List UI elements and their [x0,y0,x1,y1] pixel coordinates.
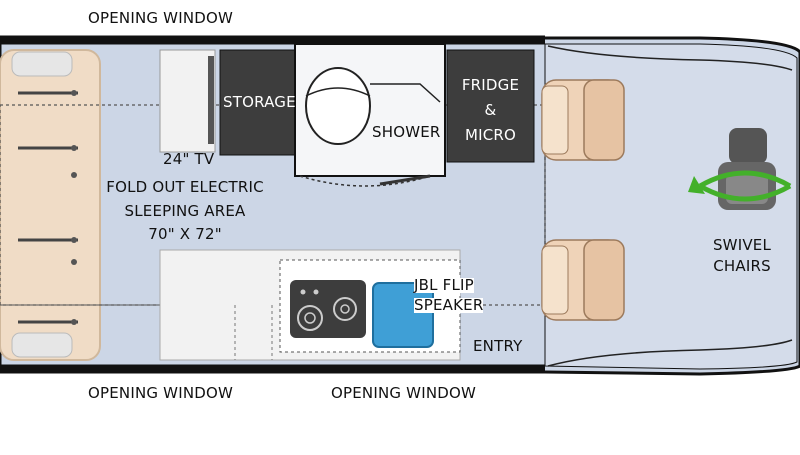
fridge-label-line2: & [484,101,497,119]
fridge-label-line3: MICRO [464,126,517,144]
sleeping-area-label-line3: 70" X 72" [148,225,222,243]
speaker-label-line2: SPEAKER [414,296,484,314]
tv-cabinet [159,49,216,153]
storage-label: STORAGE [223,93,296,111]
opening-window-label-top: OPENING WINDOW [88,9,234,27]
opening-window-label-bottom-left: OPENING WINDOW [88,384,234,402]
swivel-chairs-label-line2: CHAIRS [713,257,771,275]
entry-label: ENTRY [473,337,523,355]
fridge-label-line1: FRIDGE [461,76,520,94]
shower-label: SHOWER [372,123,441,141]
opening-window-label-bottom-right: OPENING WINDOW [331,384,477,402]
bed-pillow-top [11,51,73,77]
bed-straps [18,91,78,324]
cab-outline [547,45,793,71]
captain-chair-icon [541,79,625,161]
cab-outline-bottom [547,339,793,367]
storage-cabinet [219,49,296,156]
rear-bed [0,49,101,361]
shower-door [299,175,431,187]
tv-screen [208,56,214,144]
tv-label: 24" TV [163,150,215,168]
speaker-label-line1: JBL FLIP [414,276,474,294]
captain-chair-icon [541,239,625,321]
swivel-arrow-icon [688,170,792,202]
cooktop-icon [290,280,366,338]
bed-pillow-bottom [11,332,73,358]
fridge-micro-cabinet [446,49,535,163]
swivel-chairs-label-line1: SWIVEL [712,236,772,254]
toilet-icon [305,67,371,145]
sleeping-area-label-line1: FOLD OUT ELECTRIC [106,178,264,196]
bed-strap-ends [71,90,77,325]
sleeping-area-label-line2: SLEEPING AREA [124,202,246,220]
